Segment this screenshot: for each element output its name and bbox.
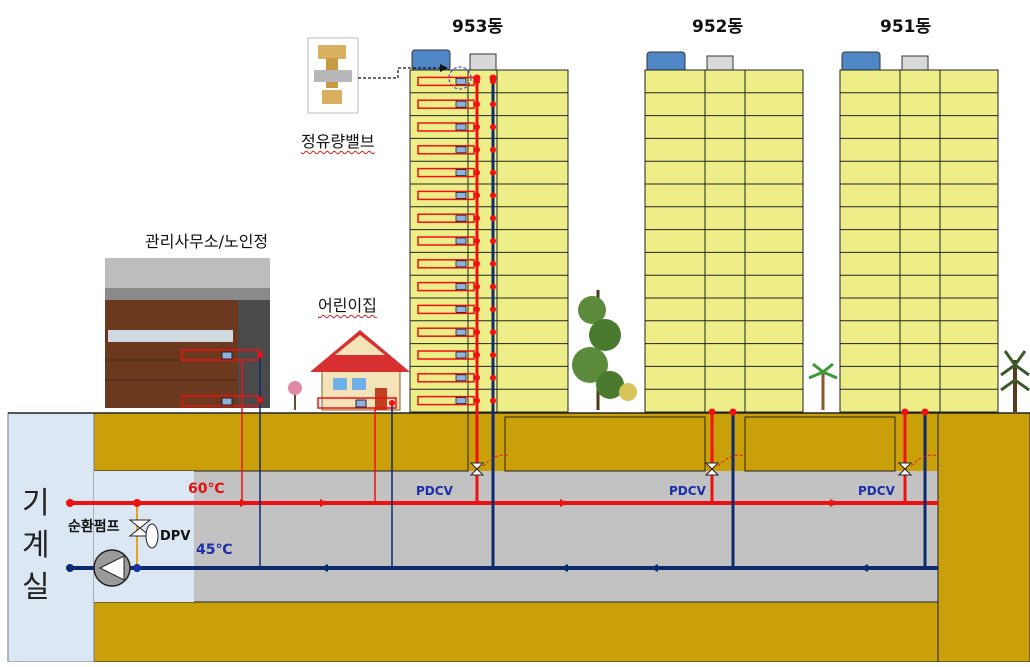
buildings-group [409, 49, 999, 413]
floor-valve-953 [455, 100, 467, 108]
flow-valve-image [307, 37, 359, 114]
floor-valve-953 [455, 397, 467, 405]
dpv-label: DPV [160, 529, 191, 544]
pdcv-valve-icon-953 [469, 462, 485, 476]
daycare-label: 어린이집 [318, 296, 377, 315]
pipe-network [66, 74, 938, 572]
valve-pointer-line [358, 67, 440, 79]
building-951-facade [839, 69, 999, 413]
daycare-house-image [310, 330, 410, 411]
floor-valve-953 [455, 146, 467, 154]
building-953-roof-right [469, 53, 497, 71]
return-temp-label: 45℃ [196, 542, 233, 558]
machine-room-label-1: 기 [22, 486, 50, 521]
circulation-pump-icon [93, 549, 131, 587]
flow-valve-label: 정유량밸브 [301, 132, 375, 151]
tree-icon-1 [572, 290, 637, 410]
palm-tree-icon [808, 362, 838, 410]
underground-structure [7, 412, 1030, 663]
floor-valve-953 [455, 283, 467, 291]
building-952-roof-left [646, 51, 686, 73]
pdcv-label-953: PDCV [416, 484, 453, 498]
building-951 [839, 51, 999, 413]
floor-valve-953 [455, 237, 467, 245]
trench-area [93, 471, 938, 602]
pdcv-label-952: PDCV [669, 484, 706, 498]
building-952 [644, 51, 804, 413]
building-952-facade [644, 69, 804, 413]
pdcv-label-951: PDCV [858, 484, 895, 498]
trench-top-mid [504, 416, 706, 472]
building-953 [409, 49, 569, 413]
pdcv-valve-icon-952 [704, 462, 720, 476]
floor-valve-953 [455, 260, 467, 268]
supply-temp-label: 60℃ [188, 481, 225, 497]
floor-valve-953 [455, 328, 467, 336]
right-wall [937, 412, 1030, 663]
machine-room [7, 412, 95, 663]
office-label: 관리사무소/노인정 [145, 232, 269, 251]
small-tree-icon [288, 381, 302, 410]
building-953-label: 953동 [452, 17, 504, 37]
building-952-label: 952동 [692, 17, 744, 37]
floor-valve-953 [455, 169, 467, 177]
floor-valve-953 [455, 78, 467, 85]
trench-top-left [92, 412, 469, 472]
floor-valve-953 [455, 351, 467, 359]
pdcv-valve-icon-951 [897, 462, 913, 476]
floor-valve-953 [455, 123, 467, 131]
trench-bottom [92, 601, 939, 663]
floor-valve-953 [455, 191, 467, 199]
building-951-label: 951동 [880, 17, 932, 37]
office-building-image [105, 258, 270, 408]
dpv-valve-icon [128, 519, 159, 549]
building-951-roof-left [841, 51, 881, 73]
trench-top-right [744, 416, 896, 472]
tree-icon-2 [1000, 350, 1030, 412]
machine-room-label-3: 실 [22, 570, 50, 605]
floor-valve-953 [455, 305, 467, 313]
daycare-loop [317, 397, 397, 409]
building-953-facade [409, 69, 569, 413]
machine-room-label-2: 계 [22, 528, 50, 563]
floor-valve-953 [455, 374, 467, 382]
pump-label: 순환펌프 [68, 519, 120, 535]
floor-valve-953 [455, 214, 467, 222]
